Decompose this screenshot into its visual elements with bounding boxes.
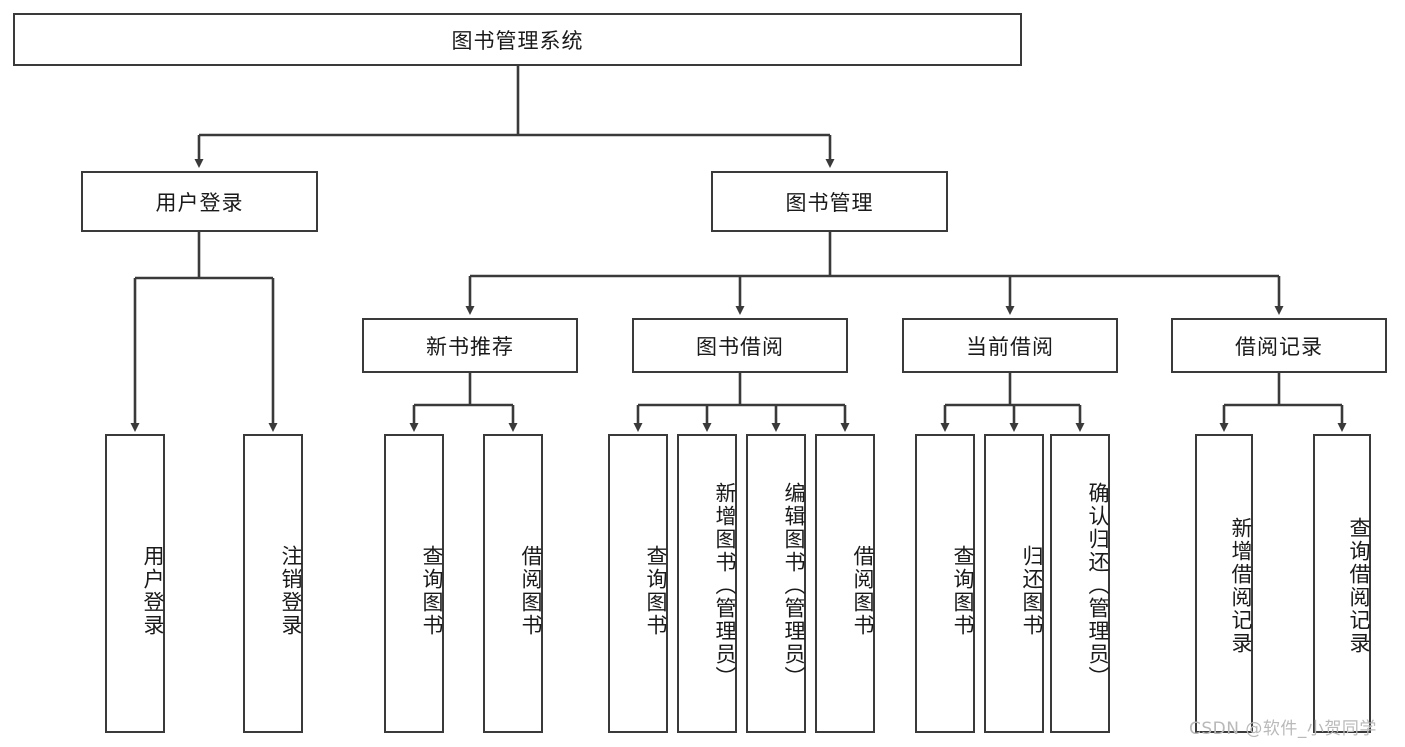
node-label: 新增借阅记录 — [1229, 516, 1253, 655]
node-label: 归还图书 — [1020, 544, 1044, 637]
leaf-current-confirm-return-admin[interactable]: 确认归还（管理员） — [1050, 434, 1110, 733]
node-label: 注销登录 — [279, 544, 303, 637]
node-new-book-recommend[interactable]: 新书推荐 — [362, 318, 578, 373]
node-label: 查询图书 — [420, 544, 444, 637]
leaf-borrow-edit-book-admin[interactable]: 编辑图书（管理员） — [746, 434, 806, 733]
node-label: 新增图书（管理员） — [713, 482, 737, 689]
node-current-borrow[interactable]: 当前借阅 — [902, 318, 1118, 373]
leaf-borrow-query-book[interactable]: 查询图书 — [608, 434, 668, 733]
leaf-record-add-record[interactable]: 新增借阅记录 — [1195, 434, 1253, 733]
leaf-user-login-logout[interactable]: 注销登录 — [243, 434, 303, 733]
node-book-borrow[interactable]: 图书借阅 — [632, 318, 848, 373]
node-label: 图书借阅 — [696, 334, 784, 359]
node-label: 查询借阅记录 — [1347, 516, 1371, 655]
node-label: 新书推荐 — [426, 334, 514, 359]
node-book-management[interactable]: 图书管理 — [711, 171, 948, 232]
leaf-current-return-book[interactable]: 归还图书 — [984, 434, 1044, 733]
node-label: 用户登录 — [141, 544, 165, 637]
node-label: 借阅图书 — [851, 544, 875, 637]
node-label: 查询图书 — [644, 544, 668, 637]
csdn-watermark: CSDN @软件_小贺同学 — [1189, 719, 1377, 739]
node-label: 查询图书 — [951, 544, 975, 637]
leaf-borrow-add-book-admin[interactable]: 新增图书（管理员） — [677, 434, 737, 733]
node-label: 图书管理系统 — [451, 28, 584, 53]
node-root-system[interactable]: 图书管理系统 — [13, 13, 1022, 66]
node-label: 编辑图书（管理员） — [782, 482, 806, 689]
leaf-record-query-record[interactable]: 查询借阅记录 — [1313, 434, 1371, 733]
node-user-login[interactable]: 用户登录 — [81, 171, 318, 232]
node-label: 确认归还（管理员） — [1086, 482, 1110, 689]
leaf-current-query-book[interactable]: 查询图书 — [915, 434, 975, 733]
leaf-recommend-borrow-book[interactable]: 借阅图书 — [483, 434, 543, 733]
node-label: 借阅图书 — [519, 544, 543, 637]
node-label: 图书管理 — [785, 190, 874, 215]
leaf-user-login-login[interactable]: 用户登录 — [105, 434, 165, 733]
node-label: 用户登录 — [155, 190, 244, 215]
leaf-borrow-borrow-book[interactable]: 借阅图书 — [815, 434, 875, 733]
node-label: 当前借阅 — [966, 334, 1054, 359]
leaf-recommend-query-book[interactable]: 查询图书 — [384, 434, 444, 733]
node-borrow-record[interactable]: 借阅记录 — [1171, 318, 1387, 373]
node-label: 借阅记录 — [1235, 334, 1323, 359]
